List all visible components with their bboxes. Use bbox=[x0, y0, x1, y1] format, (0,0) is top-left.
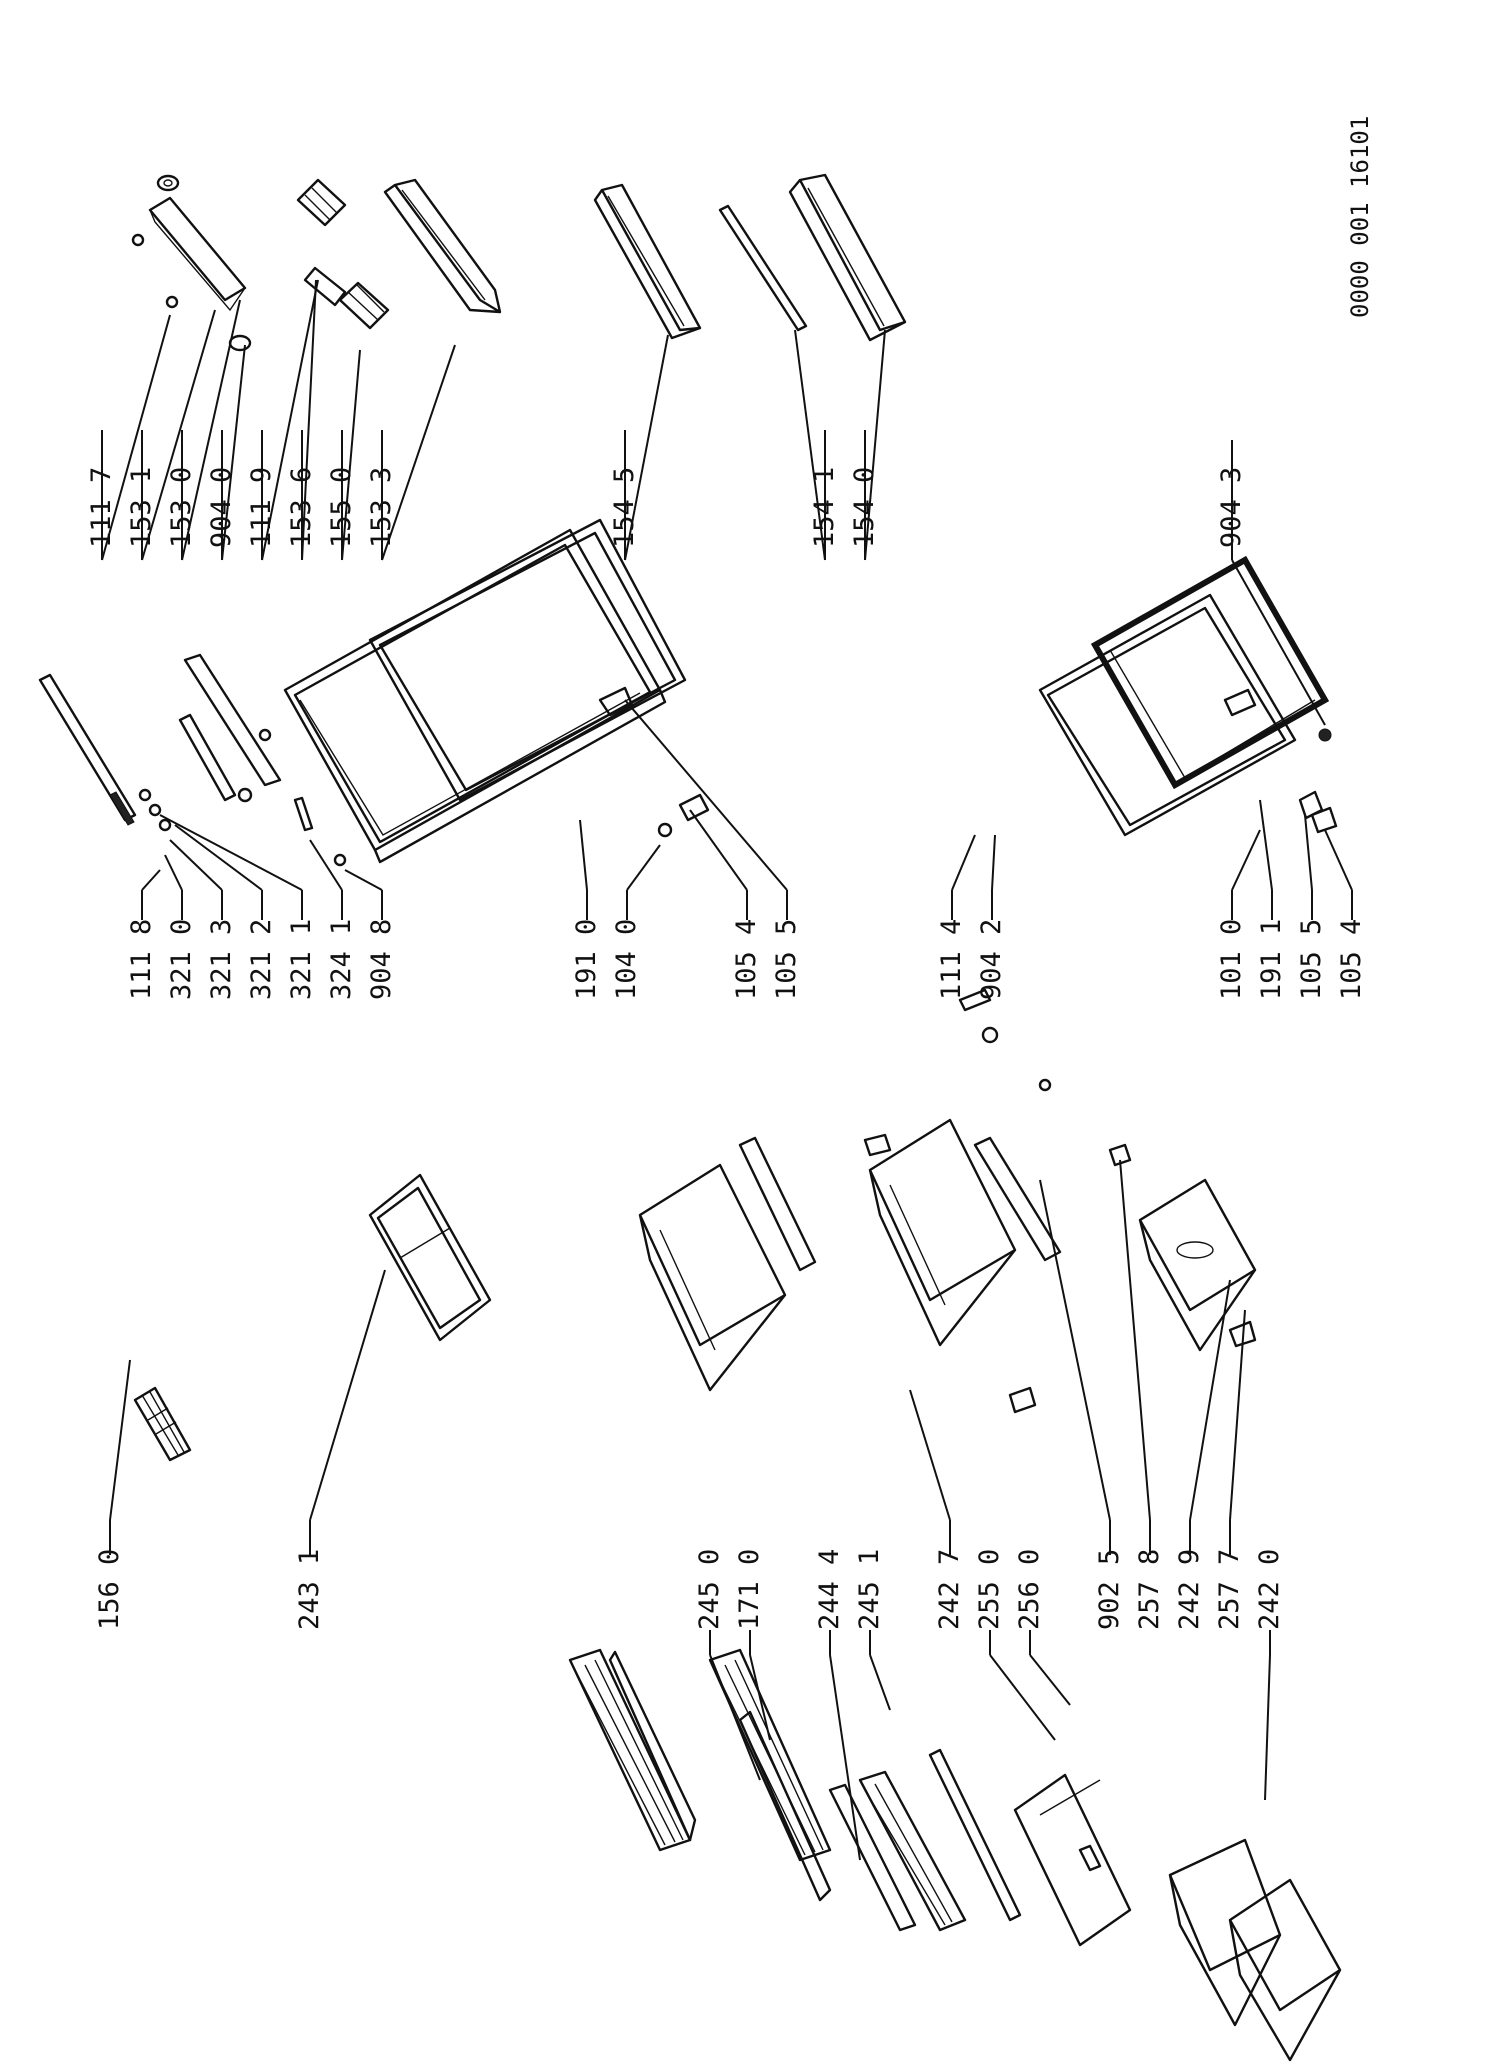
part-label: 104 0 bbox=[611, 919, 642, 1000]
part-label: 244 4 bbox=[814, 1549, 845, 1630]
part-label: 255 0 bbox=[974, 1549, 1005, 1630]
part-label: 242 9 bbox=[1174, 1549, 1205, 1630]
part-label: 321 2 bbox=[246, 919, 277, 1000]
part-label: 191 1 bbox=[1256, 919, 1287, 1000]
label-group-cabinet: 156 0 243 1 245 0 171 0 244 4 245 1 242 … bbox=[94, 1549, 1285, 1630]
part-label: 245 1 bbox=[854, 1549, 885, 1630]
part-label: 105 5 bbox=[771, 919, 802, 1000]
part-label: 257 8 bbox=[1134, 1549, 1165, 1630]
part-label: 156 0 bbox=[94, 1549, 125, 1630]
part-label: 242 0 bbox=[1254, 1549, 1285, 1630]
part-label: 321 0 bbox=[166, 919, 197, 1000]
door-accessory-parts bbox=[131, 173, 907, 352]
part-label: 324 1 bbox=[326, 919, 357, 1000]
part-label: 105 4 bbox=[731, 919, 762, 1000]
part-label: 257 7 bbox=[1214, 1549, 1245, 1630]
leader-lines-cabinet bbox=[109, 1159, 1271, 1861]
part-label: 111 8 bbox=[126, 919, 157, 1000]
part-label: 101 0 bbox=[1216, 919, 1247, 1000]
part-label: 904 2 bbox=[976, 919, 1007, 1000]
part-label: 245 0 bbox=[694, 1549, 725, 1630]
part-label: 321 3 bbox=[206, 919, 237, 1000]
part-label: 105 4 bbox=[1336, 919, 1367, 1000]
fridge-door-parts bbox=[38, 518, 1338, 1092]
cabinet-parts bbox=[133, 1118, 1342, 2062]
label-group-fridge-door: 111 8 321 0 321 3 321 2 321 1 324 1 904 … bbox=[126, 919, 1367, 1000]
part-label: 243 1 bbox=[294, 1549, 325, 1630]
part-label: 321 1 bbox=[286, 919, 317, 1000]
part-label: 171 0 bbox=[734, 1549, 765, 1630]
leader-lines-fridge-door bbox=[141, 699, 1353, 920]
part-label: 191 0 bbox=[571, 919, 602, 1000]
part-label: 256 0 bbox=[1014, 1549, 1045, 1630]
part-label: 242 7 bbox=[934, 1549, 965, 1630]
part-label: 111 4 bbox=[936, 919, 967, 1000]
leader-lines-door-accessories bbox=[101, 279, 1326, 726]
document-id: 0000 001 16101 bbox=[1346, 116, 1374, 318]
part-label: 105 5 bbox=[1296, 919, 1327, 1000]
part-label: 904 8 bbox=[366, 919, 397, 1000]
label-group-door-accessories: 111 7 153 1 153 0 904 0 111 9 153 6 155 … bbox=[86, 467, 1247, 548]
part-label: 902 5 bbox=[1094, 1549, 1125, 1630]
